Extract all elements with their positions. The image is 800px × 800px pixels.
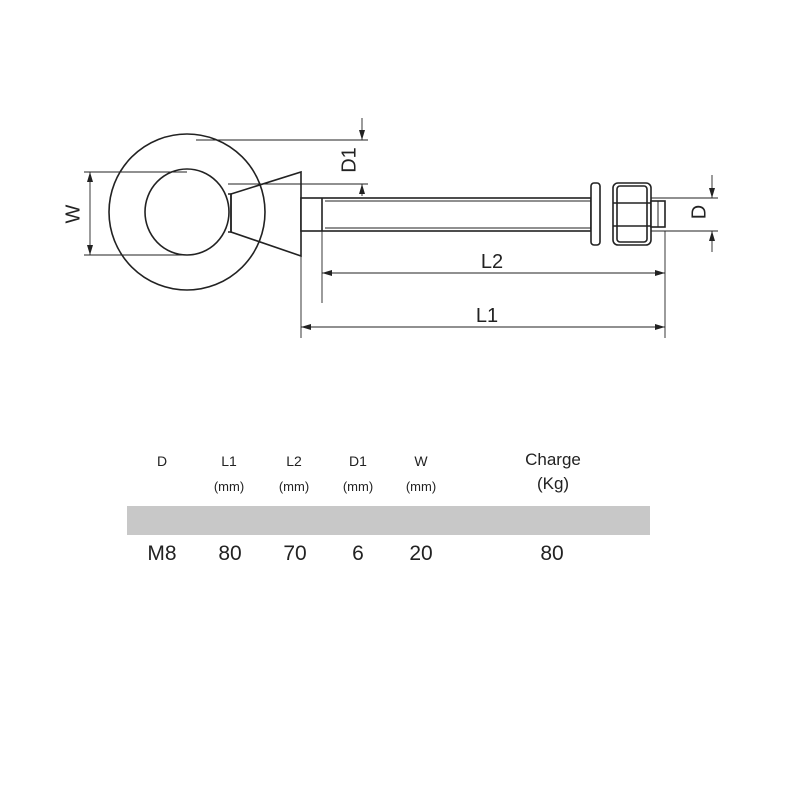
eye-bolt-drawing: D1 W D L2 L1 (62, 118, 718, 338)
table-cell-charge: 80 (540, 542, 564, 565)
washer (590, 182, 601, 246)
bolt-shank (300, 197, 592, 232)
table-cell-d1: 6 (352, 542, 364, 565)
col-header-l1: L1 (mm) (213, 453, 245, 494)
hex-nut (612, 182, 652, 246)
col-header-d: D (156, 453, 168, 469)
eye-inner-hole (144, 168, 230, 256)
eye-outer-ring (108, 133, 266, 291)
col-header-d1: D1 (mm) (342, 453, 374, 494)
dim-label-d1: D1 (338, 147, 360, 173)
dim-label-l2: L2 (481, 251, 503, 273)
table-cell-d: M8 (147, 542, 177, 565)
col-header-l2: L2 (mm) (278, 453, 310, 494)
dim-label-l1: L1 (476, 305, 498, 327)
dim-label-w: W (62, 204, 84, 223)
table-cell-l1: 80 (218, 542, 242, 565)
table-cell-w: 20 (409, 542, 433, 565)
dim-label-d: D (688, 205, 710, 219)
table-cell-l2: 70 (283, 542, 307, 565)
spec-table: D L1 (mm) L2 (mm) D1 (mm) W (mm) Charge … (0, 430, 800, 590)
col-header-w: W (mm) (405, 453, 437, 494)
col-header-charge: Charge (Kg) (525, 450, 581, 493)
cone-collar (230, 170, 302, 258)
header-divider-bar (127, 506, 650, 535)
